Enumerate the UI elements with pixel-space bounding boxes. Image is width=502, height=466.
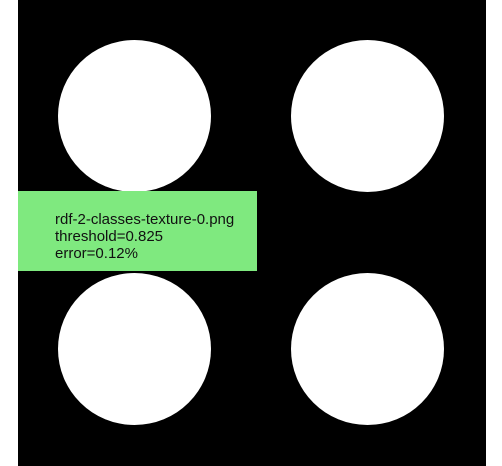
segmentation-image [18, 0, 486, 466]
info-overlay: rdf-2-classes-texture-0.png threshold=0.… [18, 191, 257, 271]
blob-top-right [291, 40, 444, 192]
blob-bottom-left [58, 273, 211, 425]
error-label: error=0.12% [55, 245, 138, 262]
filename-label: rdf-2-classes-texture-0.png [55, 211, 235, 228]
blob-top-left [58, 40, 211, 192]
blob-bottom-right [291, 273, 444, 425]
info-text: rdf-2-classes-texture-0.png threshold=0.… [55, 211, 234, 262]
threshold-label: threshold=0.825 [55, 228, 164, 245]
